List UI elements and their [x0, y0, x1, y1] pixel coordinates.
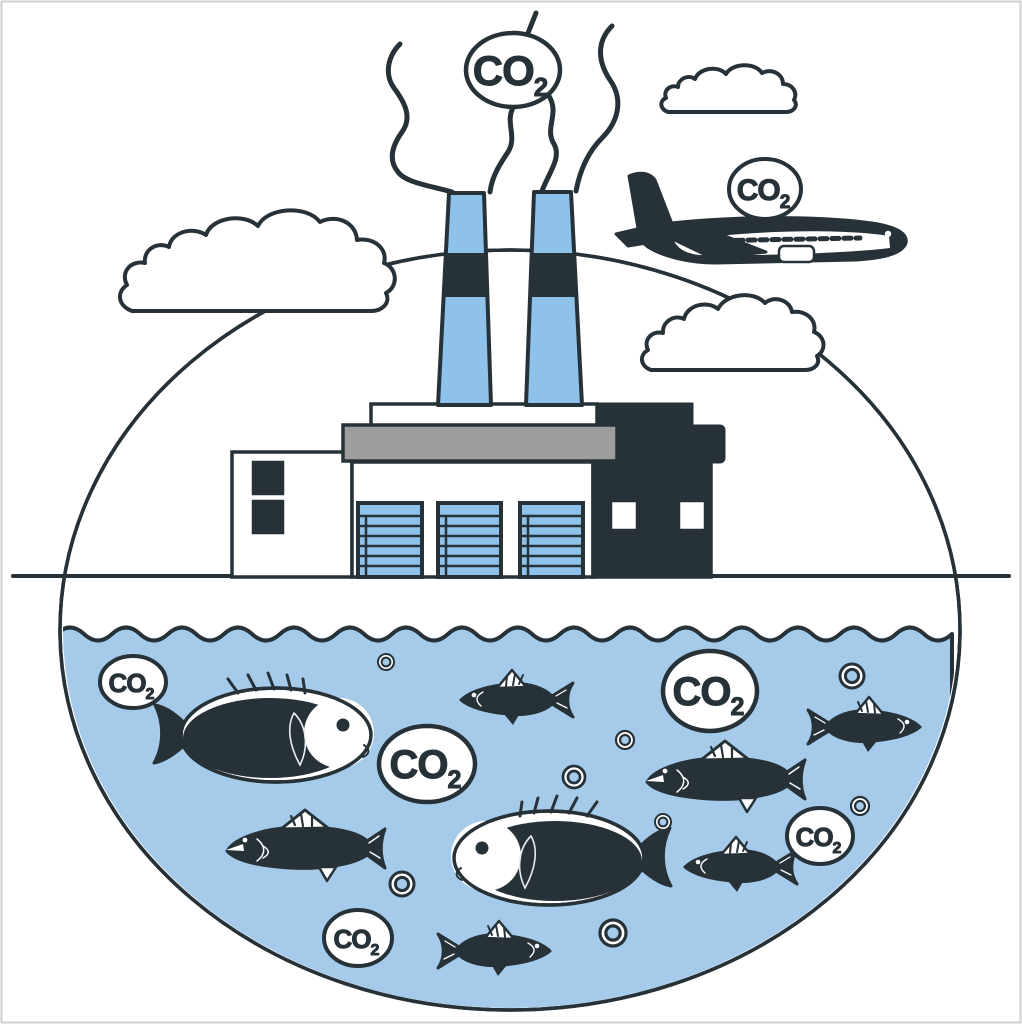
- cloud-mid-right: [640, 293, 826, 372]
- garage-door-1: [356, 501, 424, 579]
- garage-door-3: [518, 501, 585, 579]
- roof-platform: [369, 402, 599, 428]
- annex-window-2: [251, 499, 285, 535]
- wing-window-1: [609, 499, 639, 532]
- co2-badge-water-center: CO2: [376, 723, 478, 805]
- co2-badge-water-bottom: CO2: [322, 908, 394, 968]
- svg-text:CO2: CO2: [796, 822, 842, 857]
- smoke-squiggle-3: [539, 93, 559, 194]
- bubble-6: [849, 795, 871, 817]
- svg-text:CO2: CO2: [473, 47, 548, 102]
- wing-window-2: [677, 499, 707, 532]
- svg-text:CO2: CO2: [390, 743, 461, 794]
- smoke-squiggle-1: [385, 41, 455, 195]
- co2-badge-airplane: CO2: [727, 157, 803, 221]
- globe-outline: [58, 248, 962, 1012]
- airplane-wing: [656, 225, 768, 260]
- airplane: [614, 171, 908, 265]
- cloud-top-right: [659, 63, 798, 114]
- smokestack-right: [524, 190, 584, 407]
- bubble-2: [614, 729, 636, 751]
- underwater-scene: CO2 CO2 CO2 CO2 CO2: [98, 648, 922, 978]
- factory: [230, 402, 726, 579]
- cloud-left: [118, 208, 397, 313]
- smokestack-left-band: [443, 253, 488, 297]
- bubble-3: [561, 764, 587, 790]
- bubble-8: [598, 918, 628, 948]
- bubble-4: [838, 662, 866, 690]
- garage-door-2: [436, 501, 503, 579]
- co2-badge-water-right: CO2: [660, 648, 760, 734]
- roof-dark-band: [612, 424, 726, 464]
- svg-text:CO2: CO2: [109, 668, 155, 703]
- svg-text:CO2: CO2: [673, 670, 744, 721]
- airplane-cockpit-window: [884, 230, 892, 238]
- svg-text:CO2: CO2: [737, 174, 790, 213]
- bubble-5: [653, 812, 673, 832]
- co2-balloon-top: CO2: [463, 10, 563, 110]
- svg-text:CO2: CO2: [334, 924, 380, 959]
- bubble-1: [376, 652, 396, 672]
- co2-balloon-stem: [525, 10, 539, 36]
- smoke-squiggle-4: [573, 23, 621, 194]
- smokestack-left: [436, 191, 493, 407]
- annex-window-1: [251, 460, 285, 496]
- bubble-7: [388, 870, 416, 898]
- co2-badge-water-lower-right: CO2: [785, 806, 855, 866]
- co2-badge-water-left: CO2: [98, 654, 168, 710]
- roof-gray-band: [341, 423, 619, 463]
- smokestack-right-band: [530, 253, 577, 297]
- airplane-tail-fin: [627, 171, 676, 236]
- smoke-squiggle-2: [487, 103, 517, 195]
- airplane-engine: [777, 244, 816, 264]
- factory-annex: [230, 450, 354, 579]
